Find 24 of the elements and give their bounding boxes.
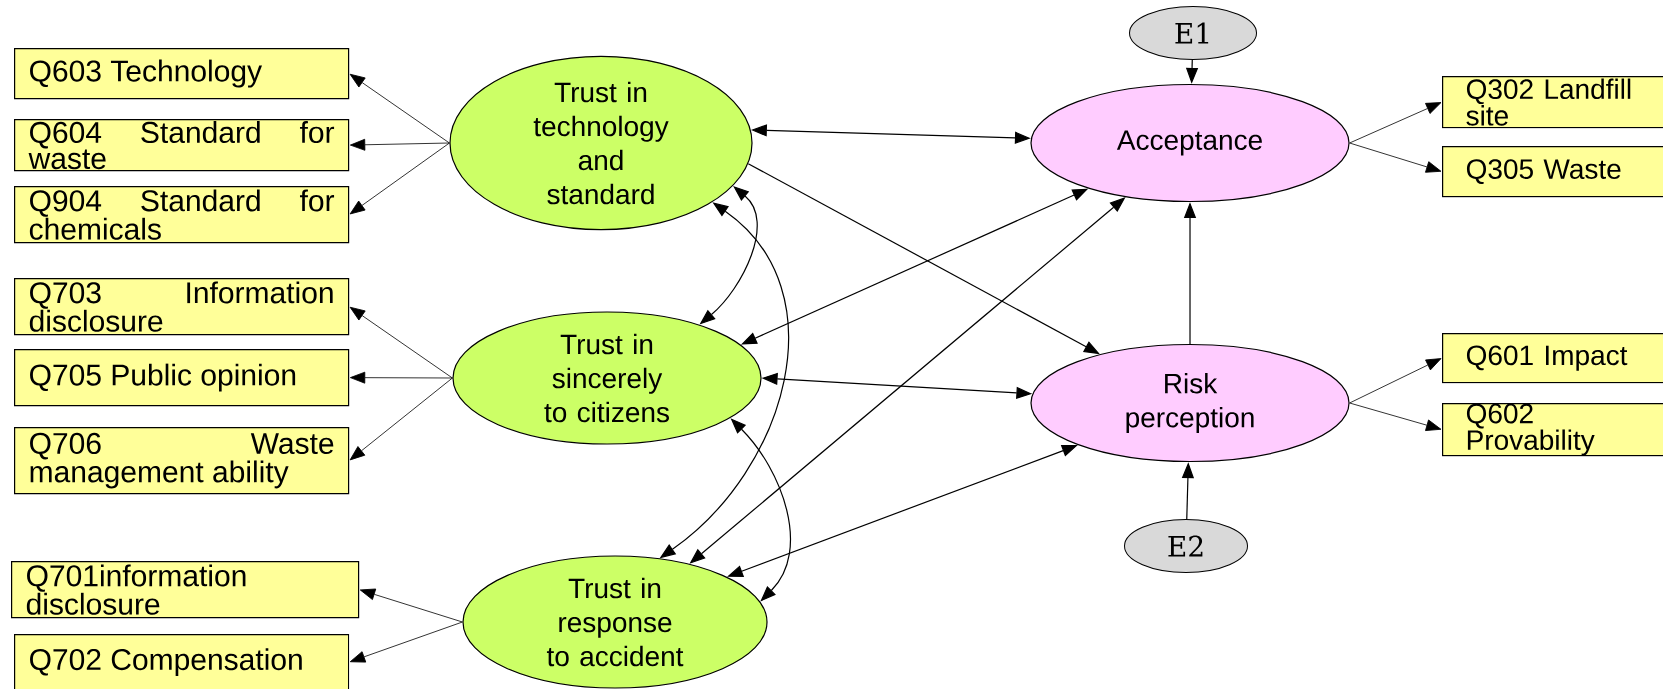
arrow: [359, 588, 463, 623]
arrow: [349, 377, 453, 461]
indicator-box: Q706 Waste management ability: [14, 427, 350, 495]
arrow: [1349, 358, 1442, 404]
indicator-box: Q705 Public opinion: [14, 349, 350, 407]
arrow: [349, 371, 453, 384]
arrow: [349, 73, 450, 144]
arrow: [1349, 142, 1442, 173]
arrow: [1349, 402, 1442, 431]
indicator-box: Q601 Impact: [1442, 333, 1663, 384]
arrow: [1349, 102, 1442, 144]
indicator-box: Q305 Waste: [1442, 146, 1663, 198]
indicator-box: Q702 Compensation: [14, 634, 350, 689]
indicator-box: Q604 Standard for waste: [14, 119, 350, 172]
indicator-box: Q703 Information disclosure: [14, 278, 350, 336]
arrow: [349, 138, 450, 151]
arrow: [349, 306, 453, 379]
indicator-box: Q603 Technology: [14, 48, 350, 100]
arrow: [349, 621, 463, 663]
indicator-box: Q904 Standard for chemicals: [14, 186, 350, 244]
indicator-box: Q602 Provability: [1442, 403, 1663, 457]
indicator-box: Q302 Landfill site: [1442, 76, 1663, 129]
indicator-box: Q701information disclosure: [11, 561, 360, 619]
arrow: [349, 142, 450, 215]
